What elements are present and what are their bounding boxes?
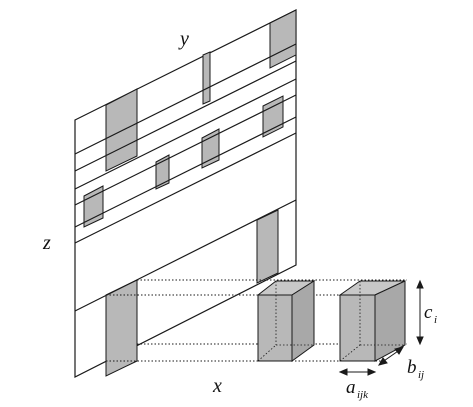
box-1-side <box>291 280 315 362</box>
box-2 <box>338 280 406 362</box>
piece-top-2 <box>202 51 211 105</box>
box-1 <box>256 280 316 362</box>
piece-mid-3 <box>262 95 284 138</box>
box-2-side <box>374 280 406 362</box>
strip-dividers <box>74 43 297 312</box>
c-dimension-subscript: i <box>434 314 437 326</box>
piece-bottom-1 <box>105 279 138 377</box>
c-dimension-label: c <box>424 302 433 323</box>
b-dimension-label: b <box>407 357 417 378</box>
piece-fourth-1 <box>256 209 279 284</box>
box-1-front <box>257 294 293 362</box>
dimension-arrows <box>338 279 424 376</box>
y-axis-label: y <box>178 28 189 50</box>
a-dimension-label: a <box>346 377 356 398</box>
box-2-front <box>339 294 376 362</box>
piece-top-1 <box>105 88 138 172</box>
b-dimension-subscript: ij <box>418 369 424 381</box>
a-dimension-subscript: ijk <box>357 389 369 401</box>
piece-mid-2 <box>201 128 220 169</box>
piece-third-1 <box>83 185 104 228</box>
z-axis-label: z <box>42 232 51 254</box>
x-axis-label: x <box>212 375 222 397</box>
